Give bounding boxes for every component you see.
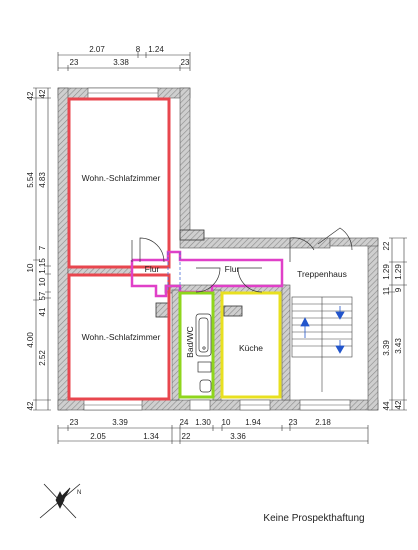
dim-left-inner-2: 4.83	[38, 172, 47, 188]
dim-top-5: 3.38	[113, 58, 129, 67]
dim-left-outer-3: 10	[26, 263, 35, 272]
kitchen-outline	[220, 291, 282, 399]
dim-bottom-4: 1.30	[195, 418, 211, 427]
hall-dashed	[167, 252, 181, 292]
windows	[83, 87, 351, 411]
toilet	[199, 379, 212, 393]
room-outlines	[67, 97, 284, 401]
stairs	[291, 296, 353, 392]
dim-right-inner-4: 42	[394, 400, 403, 409]
room-label-kitchen: Küche	[239, 343, 263, 353]
dim-right-outer-4: 3.39	[382, 340, 391, 356]
dim-top-6: 23	[181, 58, 190, 67]
dim-bottom-1: 23	[70, 418, 79, 427]
doors	[131, 227, 353, 293]
dim-bottom-10: 1.34	[143, 432, 159, 441]
north-arrow-icon: N	[39, 483, 81, 519]
dim-left-inner-3: 7	[38, 245, 47, 250]
room-label-hall-right: Flur	[225, 264, 240, 274]
walls	[57, 87, 379, 411]
dim-top-1: 2.07	[89, 45, 105, 54]
hall-outline	[130, 250, 284, 298]
dim-bottom-6: 1.94	[245, 418, 261, 427]
living-top-outline	[67, 97, 171, 269]
room-label-hall-left: Flur	[145, 264, 160, 274]
living-bottom-outline	[67, 273, 171, 401]
dim-left-inner-6: 57	[38, 291, 47, 300]
dim-left-inner-7: 41	[38, 307, 47, 316]
dimension-labels: 2.07 8 1.24 23 3.38 23 42 5.54 10 4.00 4…	[26, 45, 403, 441]
dim-bottom-9: 2.05	[90, 432, 106, 441]
room-labels: Wohn.-Schlafzimmer Wohn.-Schlafzimmer Fl…	[82, 173, 347, 358]
dimension-lines	[33, 52, 407, 444]
bath-fixtures	[195, 313, 212, 393]
dim-right-outer-2: 1.29	[382, 264, 391, 280]
room-label-living-bottom: Wohn.-Schlafzimmer	[82, 332, 161, 342]
dim-left-inner-4: 1.15	[38, 258, 47, 274]
sink	[197, 361, 212, 373]
dim-bottom-3: 24	[180, 418, 189, 427]
dim-right-outer-1: 22	[382, 241, 391, 250]
dim-bottom-7: 23	[289, 418, 298, 427]
dim-right-inner-1: 1.29	[394, 264, 403, 280]
dim-right-inner-2: 9	[394, 287, 403, 292]
dim-bottom-8: 2.18	[315, 418, 331, 427]
disclaimer-text: Keine Prospekthaftung	[263, 513, 364, 524]
dim-top-2: 8	[136, 45, 141, 54]
dim-bottom-11: 22	[182, 432, 191, 441]
svg-text:N: N	[77, 490, 81, 496]
dim-left-inner-8: 2.52	[38, 350, 47, 366]
dim-left-outer-4: 4.00	[26, 332, 35, 348]
dim-left-outer-2: 5.54	[26, 172, 35, 188]
dim-left-inner-1: 42	[38, 89, 47, 98]
dim-right-outer-5: 44	[382, 401, 391, 410]
dim-bottom-12: 3.36	[230, 432, 246, 441]
dim-top-3: 1.24	[148, 45, 164, 54]
room-label-living-top: Wohn.-Schlafzimmer	[82, 173, 161, 183]
dim-right-inner-3: 3.43	[394, 338, 403, 354]
dim-left-outer-1: 42	[26, 91, 35, 100]
room-label-stairwell: Treppenhaus	[297, 269, 347, 279]
dim-bottom-2: 3.39	[112, 418, 128, 427]
dim-top-4: 23	[70, 58, 79, 67]
dim-left-outer-5: 42	[26, 401, 35, 410]
stair-arrow-icon	[300, 306, 345, 354]
dim-bottom-5: 10	[222, 418, 231, 427]
dim-right-outer-3: 11	[382, 286, 391, 295]
dim-left-inner-5: 10	[38, 277, 47, 286]
room-label-bath: Bad/WC	[185, 326, 195, 358]
bath-outline	[178, 291, 215, 399]
